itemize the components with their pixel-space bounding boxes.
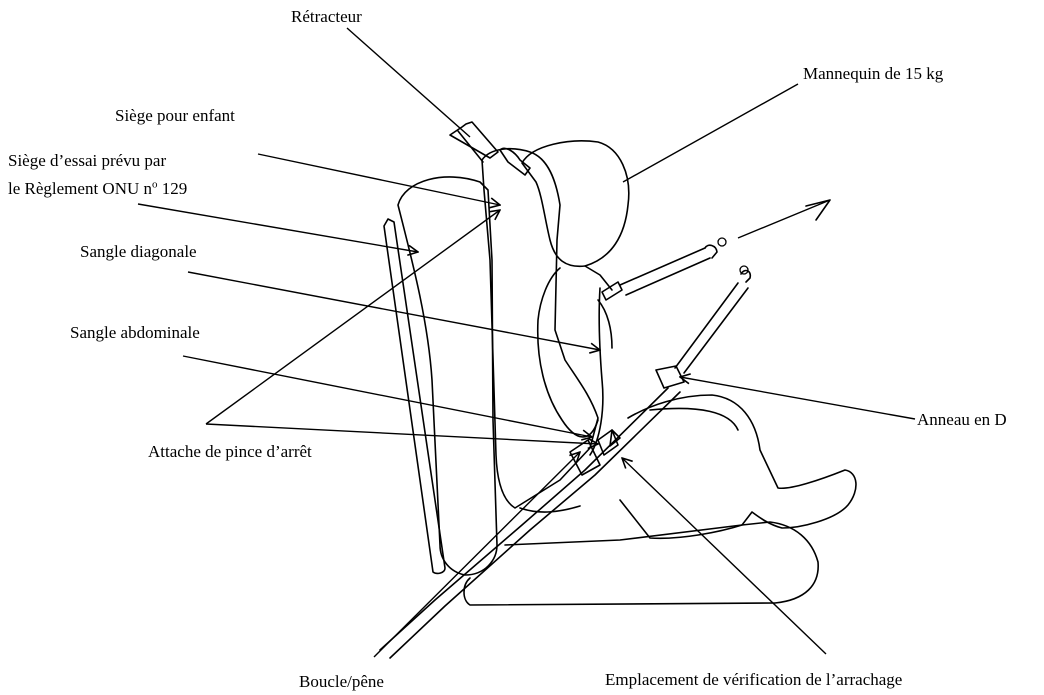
label-retracteur: Rétracteur	[291, 7, 362, 26]
label-boucle: Boucle/pêne	[299, 672, 384, 691]
label-siege-essai-text: le Règlement ONU n	[8, 179, 152, 198]
label-siege-essai-superscript: o	[152, 178, 158, 191]
leader-attache-lower	[205, 423, 598, 444]
label-sangle-diagonale: Sangle diagonale	[80, 242, 197, 261]
leader-boucle	[373, 452, 580, 658]
leader-emplacement	[622, 458, 827, 655]
leader-sangle-abdominale	[182, 355, 592, 437]
child-seat-drawing	[481, 147, 599, 513]
label-siege-essai-line1: Siège d’essai prévu par	[8, 151, 167, 170]
leader-attache-upper	[205, 210, 500, 425]
leader-sangle-diagonale	[187, 271, 600, 350]
label-siege-essai-number: 129	[157, 179, 188, 198]
label-mannequin: Mannequin de 15 kg	[803, 64, 944, 83]
leader-retracteur	[346, 27, 471, 138]
side-rod-drawing	[383, 218, 446, 575]
leader-siege-essai	[137, 203, 418, 252]
diagonal-strap-drawing	[601, 199, 831, 301]
dummy-drawing	[521, 140, 857, 540]
label-attache-pince: Attache de pince d’arrêt	[148, 442, 312, 461]
leader-mannequin	[622, 83, 799, 183]
label-anneau: Anneau en D	[917, 410, 1007, 429]
leader-siege-enfant	[257, 153, 500, 205]
label-sangle-abdominale: Sangle abdominale	[70, 323, 200, 342]
label-emplacement: Emplacement de vérification de l’arracha…	[605, 670, 903, 689]
leader-anneau	[680, 377, 916, 420]
label-siege-enfant: Siège pour enfant	[115, 106, 235, 125]
retractor-drawing	[449, 121, 531, 176]
leader-lines	[137, 27, 916, 658]
label-siege-essai-line2: le Règlement ONU no 129	[8, 179, 187, 199]
